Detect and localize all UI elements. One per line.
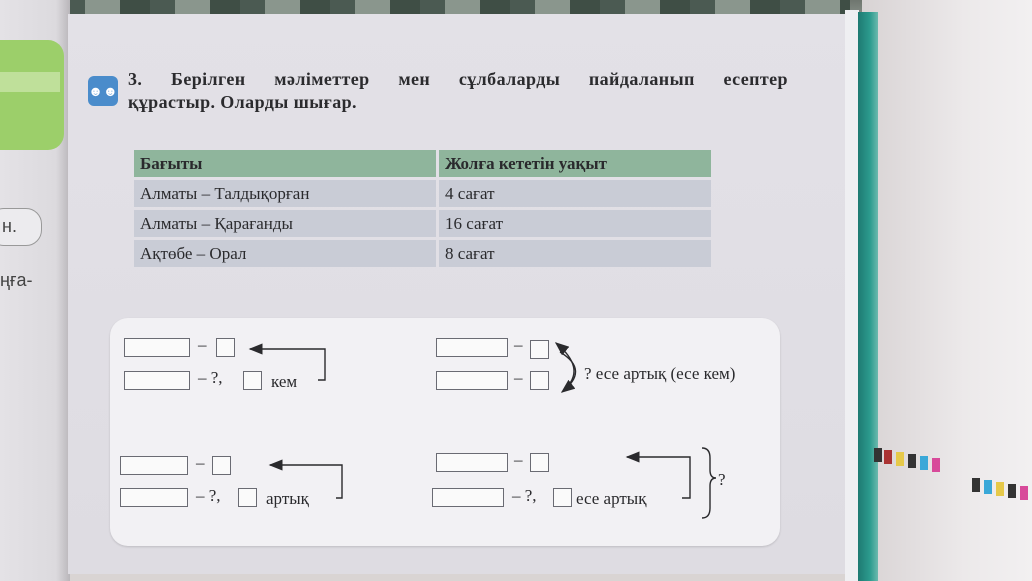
answer-box[interactable] [124,371,190,390]
times-more-word: есе артық [576,489,647,508]
table-header: Бағыты [134,150,436,177]
curly-brace [701,447,717,519]
less-word: кем [271,372,298,391]
previous-page-strip [60,0,850,18]
unknown-label: – ?, [196,486,221,505]
table-header-row: Бағыты Жолға кететін уақыт [134,150,711,177]
times-question-text: ? есе артық (есе кем) [584,364,736,383]
bracket-arrow [268,459,343,499]
task-word: Берілген [171,69,246,89]
task-line-1: 3. Берілген мәліметтер мен сұлбаларды па… [128,68,788,91]
table-cell: Алматы – Талдықорған [134,180,436,207]
dash-text: – [514,450,523,469]
green-tab [0,40,64,150]
question-mark: ? [718,470,726,489]
table-cell: Алматы – Қарағанды [134,210,436,237]
task-word: мәліметтер [274,69,370,89]
task-line-2: құрастыр. Оларды шығар. [128,92,357,112]
more-word: артық [266,489,309,508]
answer-square[interactable] [530,340,549,359]
left-fragment-text: ңға- [0,270,33,290]
answer-square[interactable] [212,456,231,475]
answer-square[interactable] [553,488,572,507]
answer-box[interactable] [432,488,504,507]
book-cover-edge [858,12,878,581]
task-word: есептер [723,69,788,89]
table-row: Алматы – Қарағанды 16 сағат [134,210,711,237]
page-edge [845,10,859,581]
left-pill-text: н. [2,216,17,236]
answer-square[interactable] [243,371,262,390]
bracket-arrow [248,343,326,381]
answer-square[interactable] [216,338,235,357]
table-cell: 4 сағат [439,180,711,207]
color-marks [872,440,1032,500]
answer-box[interactable] [436,338,508,357]
dash-text: – [514,335,523,354]
task-word: сұлбаларды [458,69,561,89]
left-page: н. ңға- [0,0,70,581]
table-cell: 16 сағат [439,210,711,237]
table-row: Ақтөбе – Орал 8 сағат [134,240,711,267]
unknown-label: – ?, [512,486,537,505]
answer-box[interactable] [120,488,188,507]
routes-table: Бағыты Жолға кететін уақыт Алматы – Талд… [131,147,714,270]
task-word: пайдаланып [588,69,695,89]
answer-box[interactable] [436,453,508,472]
task-word: мен [398,69,431,89]
curved-arrow [554,342,575,389]
table-header: Жолға кететін уақыт [439,150,711,177]
answer-square[interactable] [238,488,257,507]
answer-square[interactable] [530,371,549,390]
unknown-label: – ?, [198,368,223,387]
answer-box[interactable] [120,456,188,475]
answer-square[interactable] [530,453,549,472]
bracket-arrow [625,451,691,499]
dash-text: – [196,453,205,472]
answer-box[interactable] [436,371,508,390]
table-row: Алматы – Талдықорған 4 сағат [134,180,711,207]
task-number: 3. [128,69,143,89]
table-cell: Ақтөбе – Орал [134,240,436,267]
dash-text: – [514,368,523,387]
table-cell: 8 сағат [439,240,711,267]
left-pill [0,208,42,246]
answer-box[interactable] [124,338,190,357]
task-text: 3. Берілген мәліметтер мен сұлбаларды па… [128,68,788,114]
pair-work-icon: ☻☻ [88,76,118,106]
dash-text: – [198,335,207,354]
green-tab-strip [0,72,60,92]
